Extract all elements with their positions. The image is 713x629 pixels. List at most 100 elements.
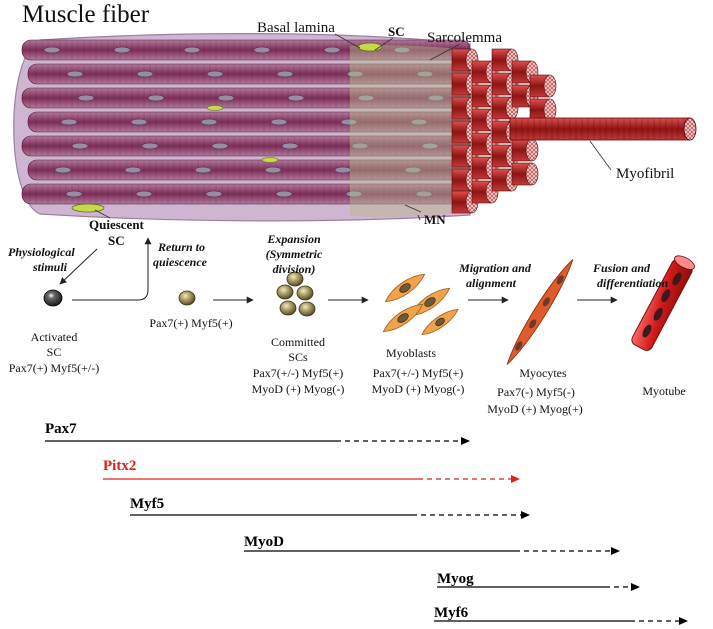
committed-scs-line2: SCs <box>288 350 308 364</box>
fiber-nucleus <box>71 142 89 150</box>
fiber-nucleus <box>200 118 218 126</box>
fiber-nucleus <box>393 46 411 54</box>
renewed-sc-markers: Pax7(+) Myf5(+) <box>149 316 232 330</box>
gene-row-myf6: Myf6 <box>434 605 688 625</box>
fusion-line1: Fusion and <box>592 261 651 275</box>
fiber-nucleus <box>340 118 358 126</box>
committed-scs-line1: Committed <box>271 335 325 349</box>
fiber-nucleus <box>421 142 439 150</box>
myocyte-cells <box>506 259 574 365</box>
muscle-fiber-title: Muscle fiber <box>22 1 150 28</box>
fiber-nucleus <box>135 190 153 198</box>
fiber-nucleus <box>124 166 142 174</box>
gene-label: MyoD <box>244 534 284 550</box>
sc-label: SC <box>388 24 405 39</box>
sarcolemma-shape <box>350 45 470 217</box>
fiber-nucleus <box>141 142 159 150</box>
return-quiescence-line2: quiescence <box>153 255 208 269</box>
myofibril-end <box>525 162 539 186</box>
fusion-line2: differentiation <box>597 276 668 290</box>
myoblasts-markers1: Pax7(+/-) Myf5(+) <box>373 366 464 380</box>
quiescent-label-line2: SC <box>108 233 125 248</box>
fiber-nucleus <box>65 190 83 198</box>
gene-label: Myf5 <box>130 496 164 512</box>
fiber-nucleus <box>194 166 212 174</box>
expression-arrowhead <box>511 475 520 483</box>
fiber-nucleus <box>281 142 299 150</box>
fiber-nucleus <box>206 70 224 78</box>
activated-sc-cell <box>43 289 63 307</box>
expression-arrowhead <box>611 547 620 555</box>
fiber-nucleus <box>136 70 154 78</box>
expression-arrowhead <box>631 583 640 591</box>
myofibril <box>509 117 697 141</box>
activated-sc-markers: Pax7(+) Myf5(+/-) <box>9 361 100 375</box>
fiber-nucleus <box>113 46 131 54</box>
fiber-rows <box>21 39 471 205</box>
gene-label: Myf6 <box>434 605 469 621</box>
fiber-nucleus <box>253 46 271 54</box>
fiber-nucleus <box>323 46 341 54</box>
fiber-nucleus <box>147 94 165 102</box>
fiber-nucleus <box>410 118 428 126</box>
committed-scs-markers2: MyoD (+) Myog(-) <box>252 382 345 396</box>
process-arrows <box>59 237 618 304</box>
expansion-line3: division) <box>273 262 316 276</box>
fiber-nucleus <box>183 46 201 54</box>
gene-row-myog: Myog <box>437 571 640 591</box>
myoblasts-label: Myoblasts <box>386 346 436 360</box>
fiber-nucleus <box>270 118 288 126</box>
fiber-nucleus <box>77 94 95 102</box>
myoblast-cells <box>382 273 459 336</box>
myofibril-label: Myofibril <box>616 166 674 182</box>
return-quiescence-line1: Return to <box>157 240 205 254</box>
expression-arrowhead <box>461 437 470 445</box>
fiber-nucleus <box>130 118 148 126</box>
fiber-nucleus <box>404 166 422 174</box>
gene-label: Pax7 <box>45 421 77 437</box>
fiber-nucleus <box>275 190 293 198</box>
basal-lamina-label: Basal lamina <box>257 20 335 36</box>
myocytes-markers2: MyoD (+) Myog(+) <box>487 402 583 416</box>
myotube <box>631 255 695 351</box>
myoblasts-markers2: MyoD (+) Myog(-) <box>372 382 465 396</box>
fiber-nucleus <box>427 94 445 102</box>
myotube-label: Myotube <box>642 384 685 398</box>
fiber-nucleus <box>66 70 84 78</box>
gene-label: Myog <box>437 571 474 587</box>
activated-sc-line1: Activated <box>31 330 78 344</box>
gene-row-pax7: Pax7 <box>45 421 470 445</box>
expression-arrowhead <box>521 511 530 519</box>
expansion-line2: (Symmetric <box>266 247 323 261</box>
sarcolemma-label: Sarcolemma <box>427 30 502 46</box>
leader-lines <box>94 33 612 219</box>
physiological-stimuli-line2: stimuli <box>32 260 68 274</box>
fiber-nucleus <box>416 70 434 78</box>
activated-sc-line2: SC <box>47 345 62 359</box>
gene-row-myod: MyoD <box>244 534 620 555</box>
expansion-line1: Expansion <box>266 232 321 246</box>
fiber-nucleus <box>205 190 223 198</box>
fiber-nucleus <box>334 166 352 174</box>
migration-line2: alignment <box>466 276 517 290</box>
gene-row-pitx2: Pitx2 <box>103 458 520 483</box>
fiber-nucleus <box>351 142 369 150</box>
myofibril-ends <box>451 48 557 214</box>
physiological-stimuli-line1: Physiological <box>8 245 75 259</box>
muscle-fiber-illustration <box>13 32 697 222</box>
fiber-nucleus <box>54 166 72 174</box>
motor-neuron <box>417 214 421 221</box>
fiber-nucleus <box>211 142 229 150</box>
myocytes-label: Myocytes <box>519 366 567 380</box>
expression-arrowhead <box>679 617 688 625</box>
fiber-nucleus <box>60 118 78 126</box>
myofibril-end <box>525 138 539 162</box>
fiber-nucleus <box>276 70 294 78</box>
fiber-nucleus <box>345 190 363 198</box>
migration-line1: Migration and <box>458 261 532 275</box>
fiber-nucleus <box>415 190 433 198</box>
fiber-nucleus <box>287 94 305 102</box>
gene-label: Pitx2 <box>103 458 136 474</box>
committed-scs-markers1: Pax7(+/-) Myf5(+) <box>253 366 344 380</box>
